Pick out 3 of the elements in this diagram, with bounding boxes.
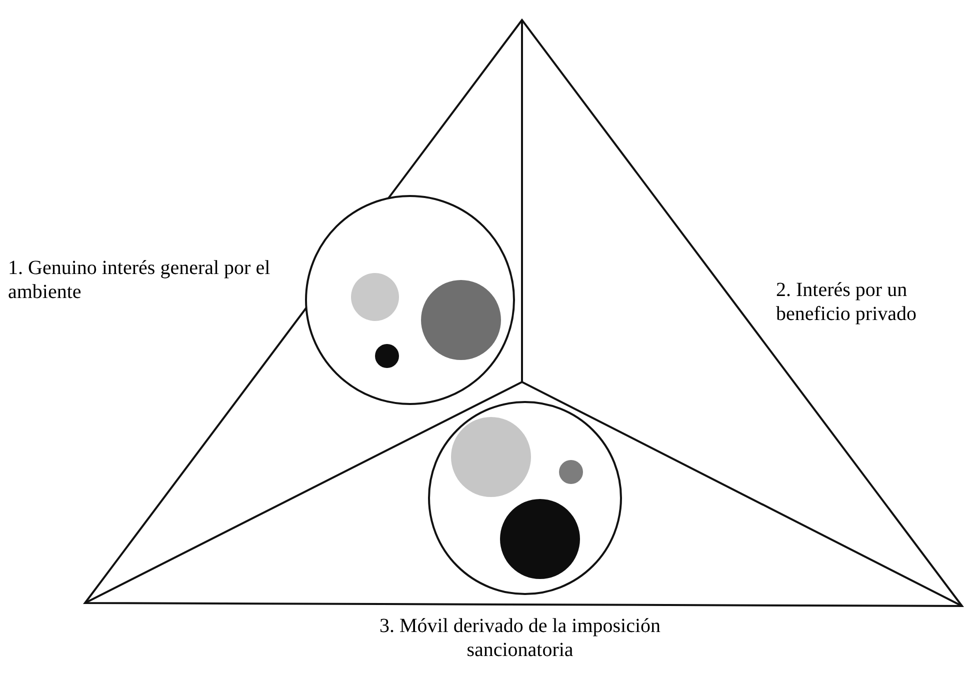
label-text: 3. Móvil derivado de la imposición sancionatoria [378, 614, 662, 662]
label-text: 2. Interés por un beneficio privado [776, 278, 918, 326]
label-text: 1. Genuino interés general por el ambiente [8, 256, 272, 304]
